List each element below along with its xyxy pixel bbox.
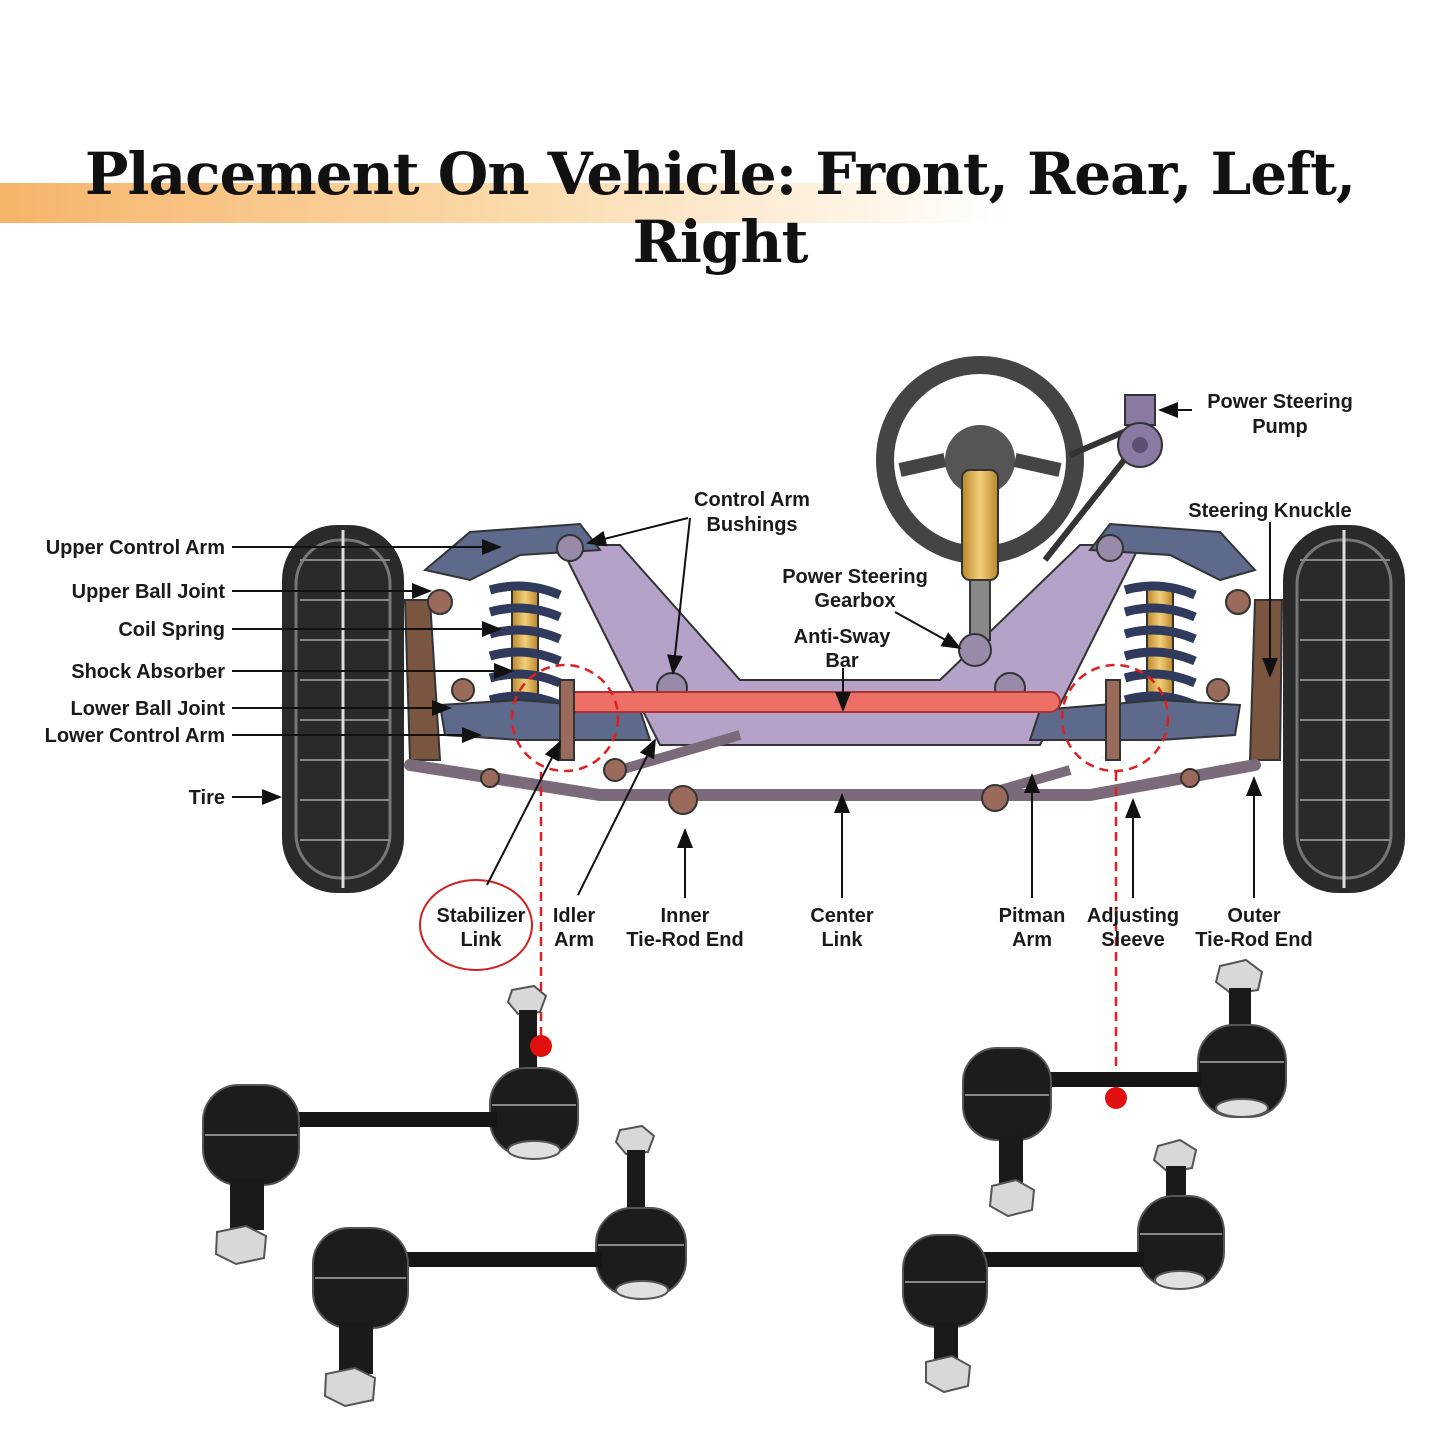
- label-anti-sway-bar-2: Bar: [825, 650, 859, 672]
- stabilizer-link-highlight: [419, 879, 533, 971]
- left-shock-absorber: [511, 584, 539, 706]
- label-power-steering-gearbox-2: Gearbox: [814, 590, 895, 612]
- tie-rod-linkage: [404, 759, 1261, 801]
- outer-tie-rod-joint-right: [1180, 768, 1200, 788]
- label-adjusting-sleeve-1: Adjusting: [1087, 905, 1179, 927]
- right-upper-control-arm: [1088, 522, 1257, 582]
- label-outer-tie-rod-end-2: Tie-Rod End: [1195, 929, 1312, 951]
- label-lower-ball-joint: Lower Ball Joint: [71, 698, 226, 720]
- left-link-highlight: [510, 663, 620, 773]
- left-coil-spring: [488, 581, 562, 710]
- inner-tie-rod-joint: [668, 785, 698, 815]
- title-highlight-band: [0, 183, 1440, 223]
- label-center-link-1: Center: [810, 905, 874, 927]
- stabilizer-link-product-4: [902, 1138, 1225, 1394]
- left-lower-ball-joint: [451, 678, 475, 702]
- label-lower-control-arm: Lower Control Arm: [45, 725, 225, 747]
- label-idler-arm-1: Idler: [553, 905, 595, 927]
- right-tire: [1283, 525, 1405, 893]
- stabilizer-link-product-2: [312, 1124, 687, 1408]
- label-control-arm-bushings-1: Control Arm: [694, 489, 810, 511]
- label-inner-tie-rod-end-1: Inner: [661, 905, 710, 927]
- label-center-link-2: Link: [821, 929, 863, 951]
- label-power-steering-pump-2: Pump: [1252, 416, 1308, 438]
- right-lower-control-arm: [1028, 698, 1242, 741]
- outer-tie-rod-joint-left: [480, 768, 500, 788]
- label-pitman-arm-2: Arm: [1012, 929, 1052, 951]
- label-idler-arm-2: Arm: [554, 929, 594, 951]
- steering-shaft: [969, 579, 991, 641]
- label-upper-ball-joint: Upper Ball Joint: [72, 581, 226, 603]
- label-shock-absorber: Shock Absorber: [71, 661, 225, 683]
- right-steering-knuckle: [1248, 599, 1284, 761]
- right-coil-spring: [1123, 581, 1197, 710]
- pitman-arm-joint: [981, 784, 1009, 812]
- label-tire: Tire: [189, 787, 225, 809]
- stabilizer-link-product-3: [962, 958, 1287, 1218]
- left-upper-control-arm: [422, 522, 602, 582]
- label-inner-tie-rod-end-2: Tie-Rod End: [626, 929, 743, 951]
- leader-lines: [232, 402, 1278, 898]
- left-steering-knuckle: [403, 599, 442, 761]
- page-title: Placement On Vehicle: Front, Rear, Left,…: [84, 140, 1356, 276]
- anti-sway-bar: [559, 691, 1061, 713]
- label-outer-tie-rod-end-1: Outer: [1227, 905, 1281, 927]
- label-pitman-arm-1: Pitman: [999, 905, 1066, 927]
- right-marker-dot: [1105, 1087, 1127, 1109]
- idler-arm-joint: [603, 758, 627, 782]
- label-power-steering-gearbox-1: Power Steering: [782, 566, 928, 588]
- left-marker-dot: [530, 1035, 552, 1057]
- left-stabilizer-link-part: [559, 679, 575, 761]
- label-adjusting-sleeve-2: Sleeve: [1101, 929, 1164, 951]
- label-stabilizer-link-2: Link: [460, 929, 502, 951]
- right-link-highlight: [1060, 663, 1170, 773]
- steering-gearbox: [958, 633, 992, 667]
- right-upper-ball-joint: [1225, 589, 1251, 615]
- left-upper-ball-joint: [427, 589, 453, 615]
- right-shock-absorber: [1146, 584, 1174, 706]
- right-stabilizer-link-part: [1105, 679, 1121, 761]
- right-lower-ball-joint: [1206, 678, 1230, 702]
- label-stabilizer-link-1: Stabilizer: [437, 905, 526, 927]
- label-power-steering-pump-1: Power Steering: [1207, 391, 1353, 413]
- label-coil-spring: Coil Spring: [118, 619, 225, 641]
- steering-column: [961, 469, 999, 581]
- label-upper-control-arm: Upper Control Arm: [46, 537, 225, 559]
- label-steering-knuckle: Steering Knuckle: [1188, 500, 1351, 522]
- label-anti-sway-bar-1: Anti-Sway: [794, 626, 892, 648]
- label-control-arm-bushings-2: Bushings: [706, 514, 797, 536]
- right-upper-bushing: [1096, 534, 1124, 562]
- power-steering-pump: [1042, 394, 1163, 562]
- left-upper-bushing: [556, 534, 584, 562]
- stabilizer-link-product-1: [202, 984, 579, 1266]
